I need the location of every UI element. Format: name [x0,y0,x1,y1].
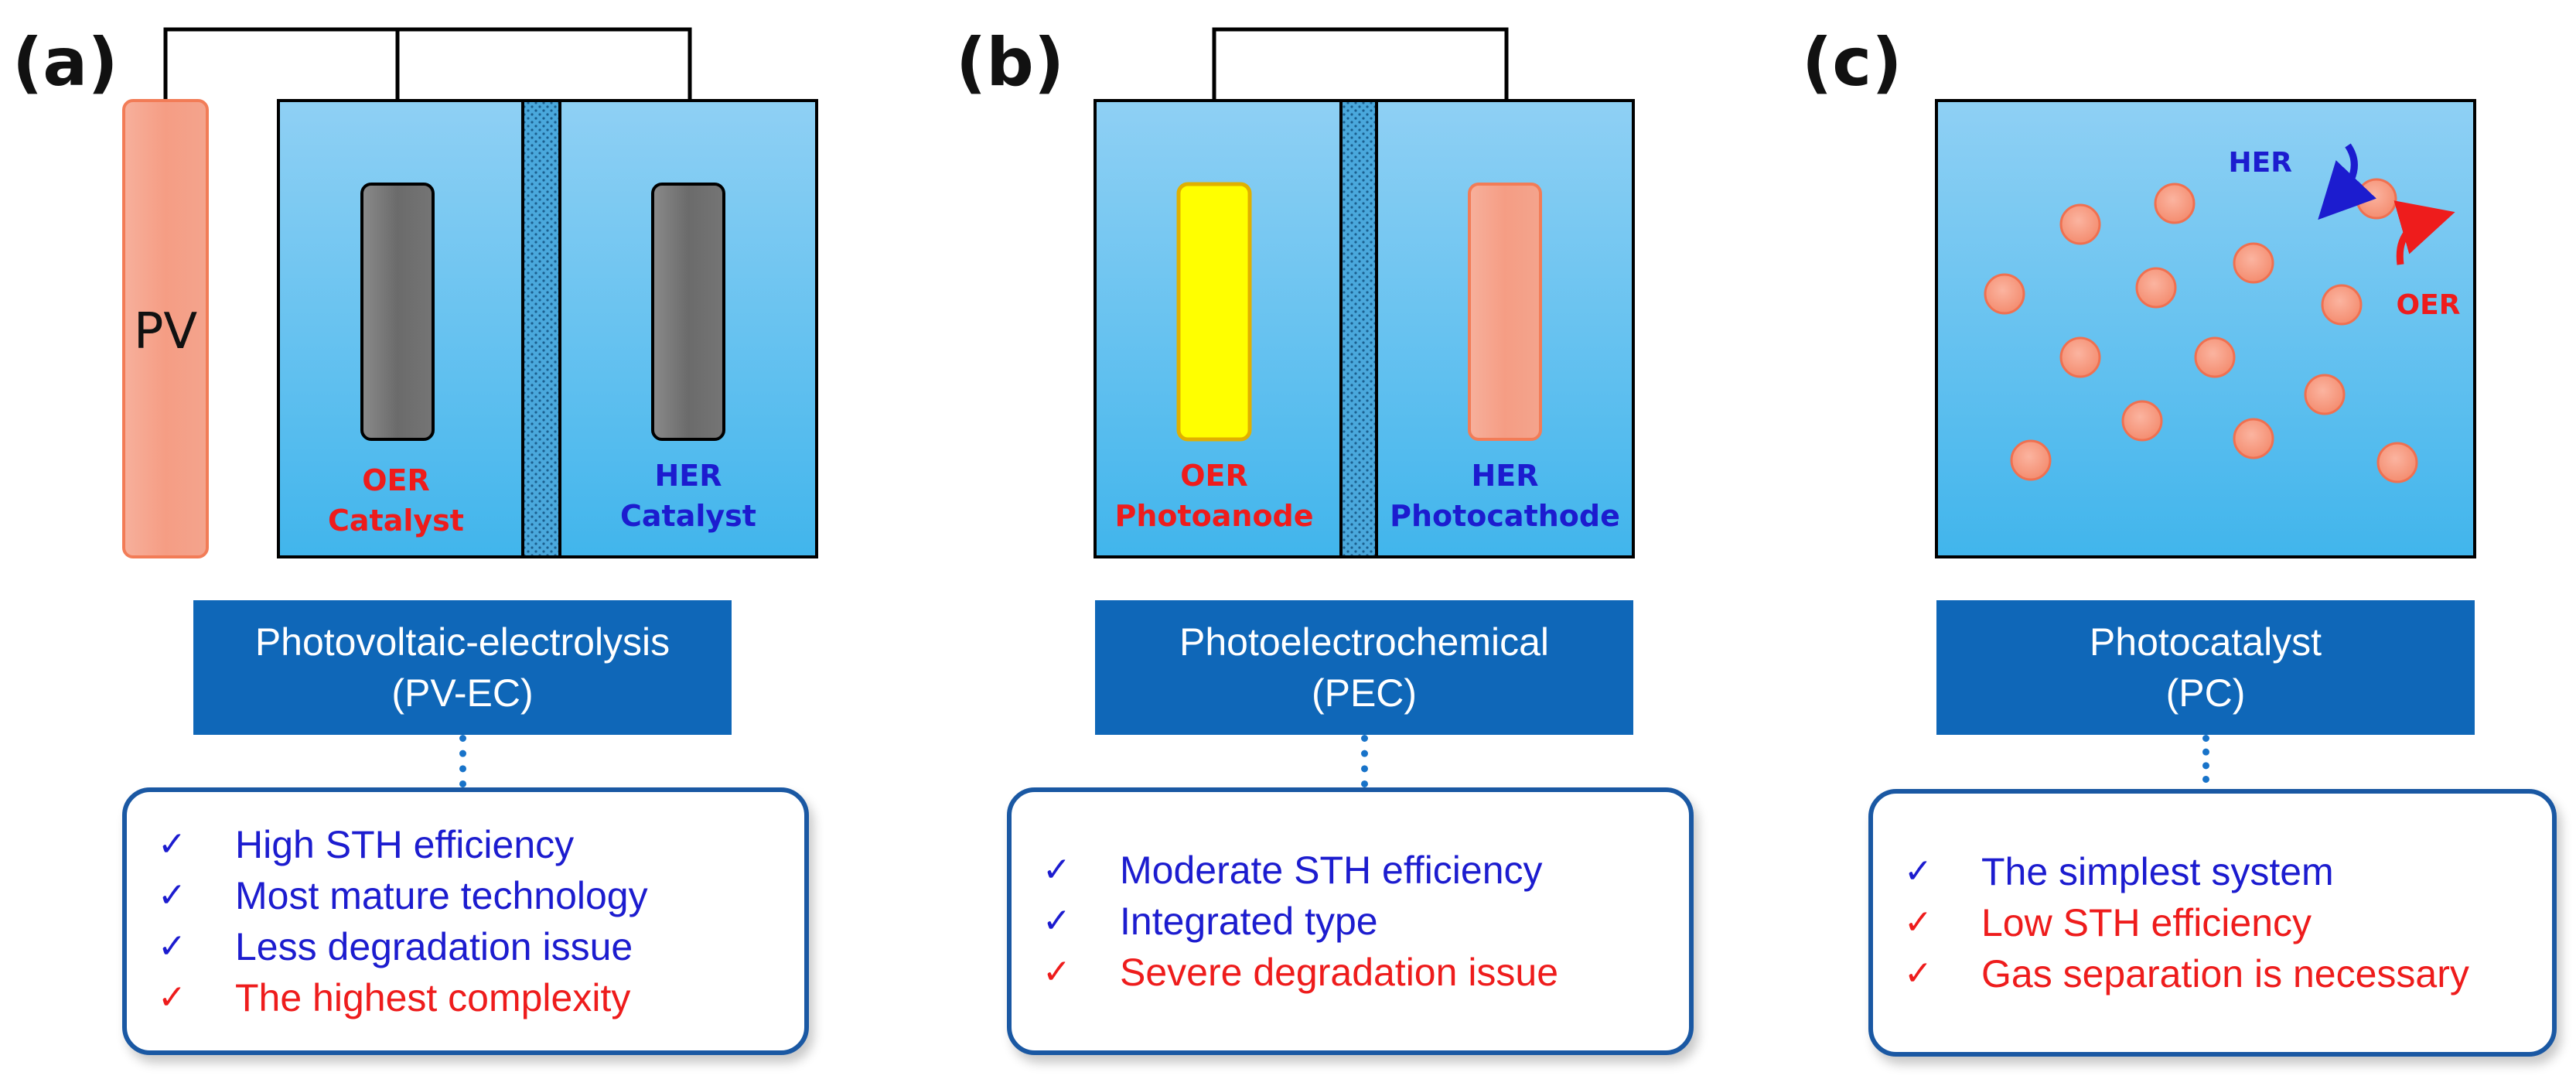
particle [2059,336,2101,378]
feature-text: Gas separation is necessary [1981,952,2469,996]
feature-item: ✓ The simplest system [1873,846,2552,897]
check-icon: ✓ [1042,952,1071,992]
panel-c-tank [1935,99,2476,558]
photoanode-electrode [1176,182,1252,442]
panel-b-membrane [1339,99,1378,558]
check-icon: ✓ [158,825,186,864]
feature-text: Moderate STH efficiency [1120,849,1543,892]
panel-b-system-label: Photoelectrochemical (PEC) [1095,600,1633,735]
her-catalyst-label-line2: Catalyst [620,499,756,533]
particle [2059,203,2101,245]
particle [2233,242,2274,284]
particle [2376,442,2418,483]
check-icon: ✓ [158,978,186,1017]
panel-b-letter: (b) [956,24,1065,101]
panel-c-cell [1935,99,2476,558]
oer-reaction-label: OER [2397,289,2461,321]
particle [2010,439,2052,481]
her-reaction-label: HER [2229,147,2292,179]
panel-c-system-abbr: (PC) [2165,671,2246,715]
feature-item: ✓ Integrated type [1012,896,1689,947]
panel-b-cell [1094,27,1635,558]
panel-a-system-name: Photovoltaic-electrolysis [254,620,670,664]
feature-item: ✓ Severe degradation issue [1012,947,1689,998]
check-icon: ✓ [1042,901,1071,941]
particle [2194,336,2236,378]
particle [2121,400,2163,442]
panel-c-system-label: Photocatalyst (PC) [1936,600,2475,735]
panel-b-system-abbr: (PEC) [1311,671,1418,715]
particle [1984,273,2025,315]
pv-cell [122,99,209,558]
panel-a-letter: (a) [12,24,118,101]
feature-item: ✓ High STH efficiency [127,819,804,870]
panel-a-system-abbr: (PV-EC) [391,671,534,715]
panel-b-system-name: Photoelectrochemical [1179,620,1550,664]
feature-item: ✓ The highest complexity [127,972,804,1023]
oer-catalyst-label-line1: OER [362,463,430,497]
oer-arrow-icon [2393,200,2455,265]
panel-a-feature-box: ✓ High STH efficiency ✓ Most mature tech… [122,787,809,1055]
panel-c-system-name: Photocatalyst [2089,620,2322,664]
photocathode-label-line1: HER [1471,459,1538,493]
check-icon: ✓ [1042,850,1071,890]
feature-text: Severe degradation issue [1120,951,1559,994]
feature-item: ✓ Low STH efficiency [1873,897,2552,948]
check-icon: ✓ [1904,903,1933,942]
panel-a-cell [122,27,818,558]
panel-a-membrane [521,99,561,558]
check-icon: ✓ [158,876,186,915]
oer-catalyst-electrode [360,183,435,441]
photoanode-label-line2: Photoanode [1114,499,1313,533]
panel-c-feature-box: ✓ The simplest system ✓ Low STH efficien… [1868,789,2557,1057]
photocathode-electrode [1468,183,1542,441]
particle [2321,284,2363,326]
feature-text: Integrated type [1120,900,1378,943]
photocathode-label-line2: Photocathode [1390,499,1620,533]
feature-text: Low STH efficiency [1981,901,2312,944]
particle [2304,374,2346,415]
panel-a-connector [459,735,466,787]
check-icon: ✓ [1904,852,1933,891]
pv-label: PV [134,303,198,360]
her-catalyst-label-line1: HER [654,459,722,493]
feature-item: ✓ Most mature technology [127,870,804,921]
feature-item: ✓ Moderate STH efficiency [1012,845,1689,896]
feature-text: The highest complexity [235,976,631,1019]
panel-b-connector [1361,735,1368,787]
feature-text: Less degradation issue [235,925,633,968]
panel-c-connector [2202,735,2209,783]
her-arrow-icon [2318,143,2376,220]
particle [2233,418,2274,459]
photoanode-label-line1: OER [1180,459,1248,493]
her-catalyst-electrode [651,183,725,441]
particle [2135,267,2177,309]
panel-a-system-label: Photovoltaic-electrolysis (PV-EC) [193,600,732,735]
panel-b-feature-box: ✓ Moderate STH efficiency ✓ Integrated t… [1007,787,1694,1055]
check-icon: ✓ [1904,954,1933,993]
panel-c-letter: (c) [1802,24,1902,101]
check-icon: ✓ [158,927,186,966]
oer-catalyst-label-line2: Catalyst [328,504,464,538]
particle [2356,178,2397,220]
feature-text: High STH efficiency [235,823,575,866]
feature-item: ✓ Gas separation is necessary [1873,948,2552,999]
feature-text: Most mature technology [235,874,648,917]
particle [2154,183,2196,224]
feature-text: The simplest system [1981,850,2334,893]
feature-item: ✓ Less degradation issue [127,921,804,972]
